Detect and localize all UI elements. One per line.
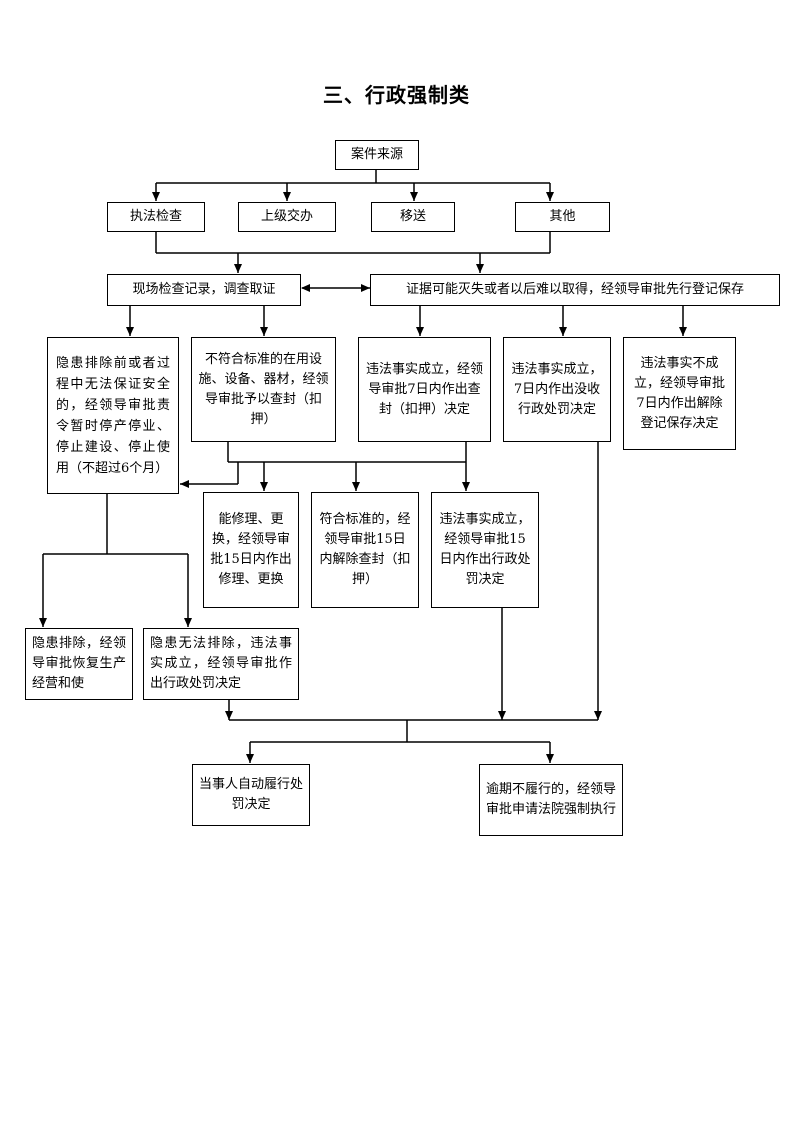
node-voluntary-compliance: 当事人自动履行处罚决定 <box>192 764 310 826</box>
node-repair-replace: 能修理、更换，经领导审批15日内作出修理、更换 <box>203 492 299 608</box>
node-confiscate-decision: 违法事实成立，7日内作出没收行政处罚决定 <box>503 337 611 442</box>
node-evidence-preserve: 证据可能灭失或者以后难以取得，经领导审批先行登记保存 <box>370 274 780 306</box>
page-title: 三、行政强制类 <box>323 83 470 107</box>
node-court-enforcement: 逾期不履行的，经领导审批申请法院强制执行 <box>479 764 623 836</box>
node-seize-7days: 违法事实成立，经领导审批7日内作出查封（扣押）决定 <box>358 337 491 442</box>
node-superior-assigned: 上级交办 <box>238 202 336 232</box>
node-onsite-record: 现场检查记录，调查取证 <box>107 274 301 306</box>
node-penalty-15days: 违法事实成立，经领导审批15日内作出行政处罚决定 <box>431 492 539 608</box>
node-inspection: 执法检查 <box>107 202 205 232</box>
node-hazard-not-removed: 隐患无法排除，违法事实成立，经领导审批作出行政处罚决定 <box>143 628 299 700</box>
node-release-7days: 违法事实不成立，经领导审批7日内作出解除登记保存决定 <box>623 337 736 450</box>
node-release-15days: 符合标准的，经领导审批15日内解除查封（扣押） <box>311 492 419 608</box>
node-case-source: 案件来源 <box>335 140 419 170</box>
node-transfer: 移送 <box>371 202 455 232</box>
node-hazard-removed: 隐患排除，经领导审批恢复生产经营和使 <box>25 628 133 700</box>
node-hazard-suspend: 隐患排除前或者过程中无法保证安全的，经领导审批责令暂时停产停业、停止建设、停止使… <box>47 337 179 494</box>
node-other: 其他 <box>515 202 610 232</box>
node-nonstandard-seal: 不符合标准的在用设施、设备、器材，经领导审批予以查封（扣押） <box>191 337 336 442</box>
